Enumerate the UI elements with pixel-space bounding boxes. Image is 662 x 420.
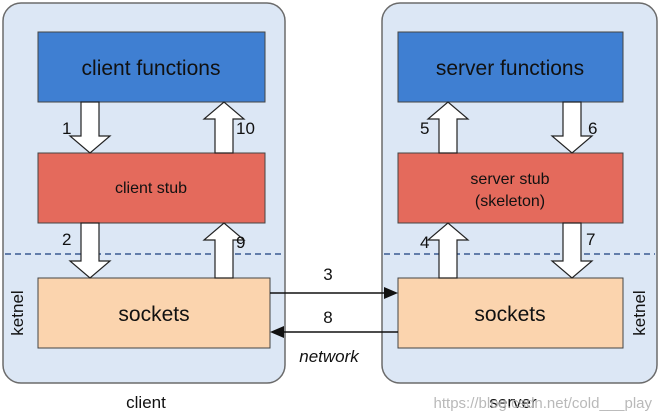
server-sockets-box [397,277,624,349]
watermark-text: https://blog.csdn.net/cold___play [434,395,653,412]
server-functions-box [397,31,624,103]
arrow-down-2 [68,222,112,279]
client-functions-box [37,31,266,103]
arrow-down-1 [68,101,112,154]
step-3: 3 [323,265,332,284]
server-stub-label-line2: (skeleton) [475,193,545,210]
server-sockets-label: sockets [474,303,545,326]
step-10: 10 [236,119,255,138]
client-stub-box [37,152,266,224]
arrow-left-8-head [270,326,284,338]
network-label: network [299,347,360,366]
step-2: 2 [62,230,71,249]
step-7: 7 [586,230,595,249]
arrow-up-9 [202,222,246,279]
step-9: 9 [236,233,245,252]
arrow-down-6 [550,101,594,154]
arrow-up-10 [202,101,246,154]
client-kernel-label: ketnel [8,290,27,335]
step-1: 1 [62,119,71,138]
arrow-up-4 [426,222,470,279]
client-sockets-box [37,277,271,349]
arrow-up-5 [426,101,470,154]
client-sockets-label: sockets [118,303,189,326]
server-panel-label: server [489,393,537,412]
arrow-down-7 [550,222,594,279]
server-stub-label-line1: server stub [470,171,549,188]
step-5: 5 [420,119,429,138]
step-6: 6 [588,119,597,138]
step-8: 8 [323,308,332,327]
server-functions-label: server functions [436,57,584,80]
client-functions-label: client functions [82,57,221,80]
client-panel-label: client [126,393,166,412]
server-kernel-label: ketnel [630,290,649,335]
client-stub-label: client stub [115,180,187,197]
arrow-right-3-head [384,287,398,299]
server-stub-box [397,152,624,224]
step-4: 4 [420,233,429,252]
